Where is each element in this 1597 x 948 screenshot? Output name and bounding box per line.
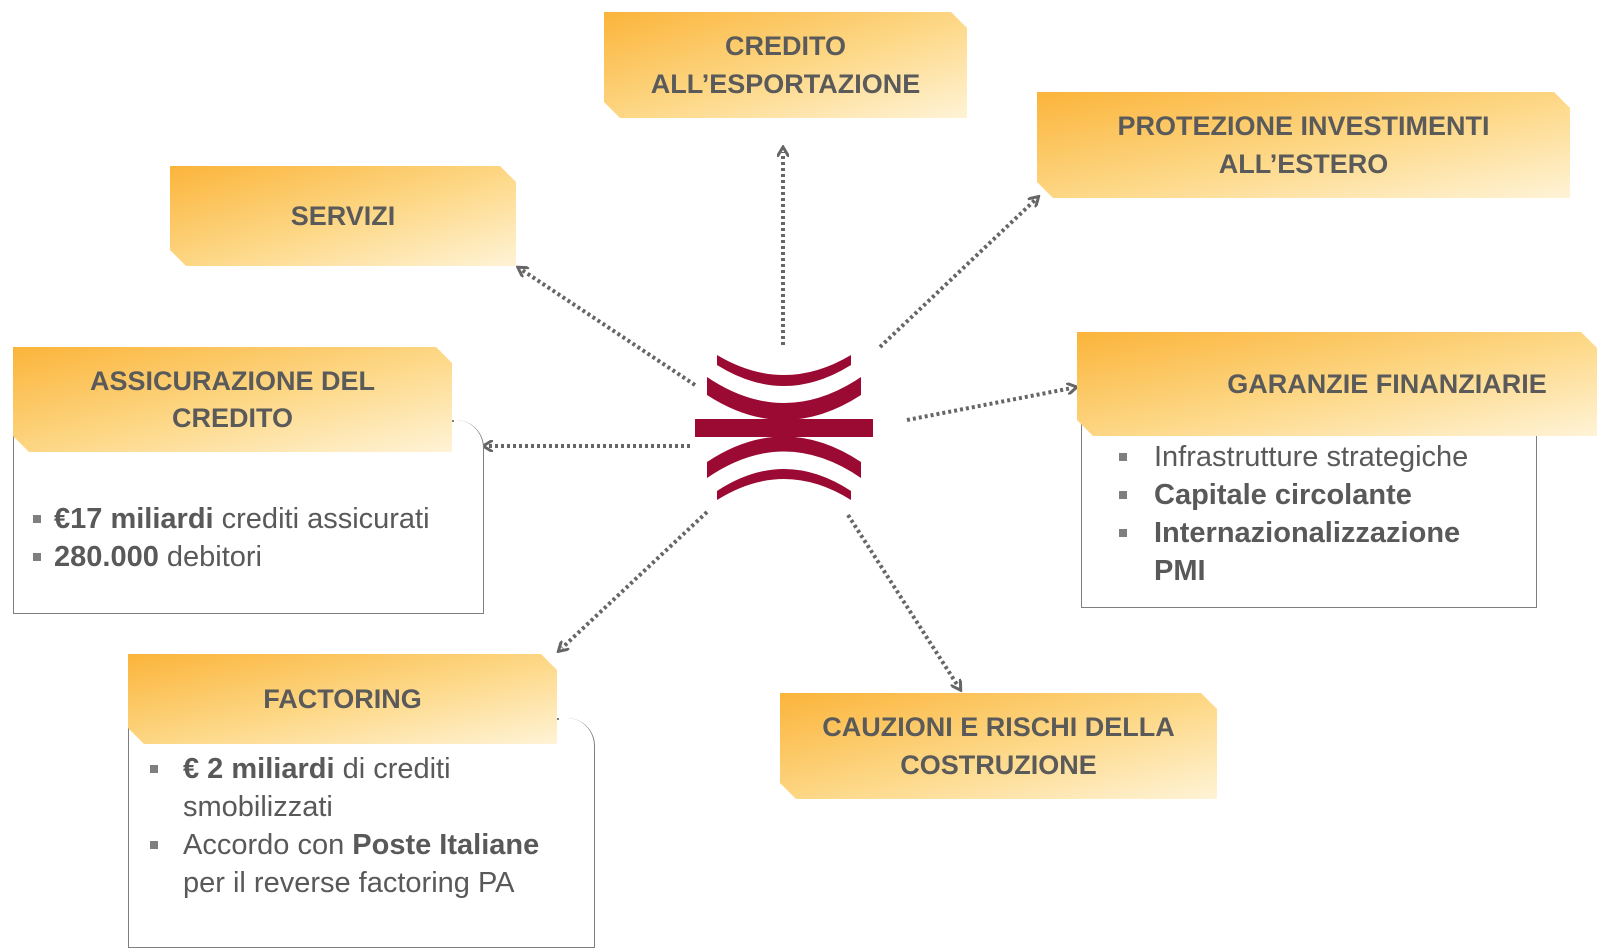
node-protezione-investimenti: PROTEZIONE INVESTIMENTI ALL’ESTERO	[1037, 92, 1570, 198]
arrow-to-garanzie	[906, 388, 1072, 422]
list-item: 280.000 debitori	[30, 538, 430, 576]
node-title: FACTORING	[263, 684, 422, 714]
arrow-to-factoring	[562, 510, 709, 648]
factoring-details-panel: € 2 miliardi di crediti smobilizzati Acc…	[128, 718, 595, 948]
node-title: CREDITO ALL’ESPORTAZIONE	[650, 31, 921, 99]
list-item: Infrastrutture strategiche	[1116, 438, 1516, 476]
node-cauzioni-rischi: CAUZIONI E RISCHI DELLA COSTRUZIONE	[780, 693, 1217, 799]
node-title: SERVIZI	[290, 201, 396, 231]
arrow-to-protezione	[878, 200, 1035, 349]
node-credito-esportazione: CREDITO ALL’ESPORTAZIONE	[604, 12, 967, 118]
node-garanzie-finanziarie: GARANZIE FINANZIARIE	[1077, 332, 1597, 436]
node-title: CAUZIONI E RISCHI DELLA COSTRUZIONE	[822, 712, 1175, 780]
node-title: PROTEZIONE INVESTIMENTI ALL’ESTERO	[1117, 111, 1490, 179]
arrow-to-cauzioni	[846, 513, 958, 686]
sace-logo	[695, 355, 873, 500]
node-assicurazione-credito: ASSICURAZIONE DEL CREDITO	[13, 347, 452, 452]
node-factoring: FACTORING	[128, 654, 557, 744]
list-item: € 2 miliardi di crediti smobilizzati	[147, 750, 577, 826]
list-item: Accordo con Poste Italiane per il revers…	[147, 826, 577, 902]
node-title: GARANZIE FINANZIARIE	[1227, 369, 1547, 399]
assicurazione-details-panel: €17 miliardi crediti assicurati 280.000 …	[13, 420, 484, 614]
list-item: Capitale circolante	[1116, 476, 1516, 514]
node-title: ASSICURAZIONE DEL CREDITO	[89, 365, 376, 433]
garanzie-details-panel: Infrastrutture strategiche Capitale circ…	[1081, 420, 1537, 608]
node-servizi: SERVIZI	[170, 166, 516, 266]
list-item: €17 miliardi crediti assicurati	[30, 500, 430, 538]
arrow-to-servizi	[522, 270, 697, 387]
list-item: Internazionalizzazione PMI	[1116, 514, 1516, 590]
